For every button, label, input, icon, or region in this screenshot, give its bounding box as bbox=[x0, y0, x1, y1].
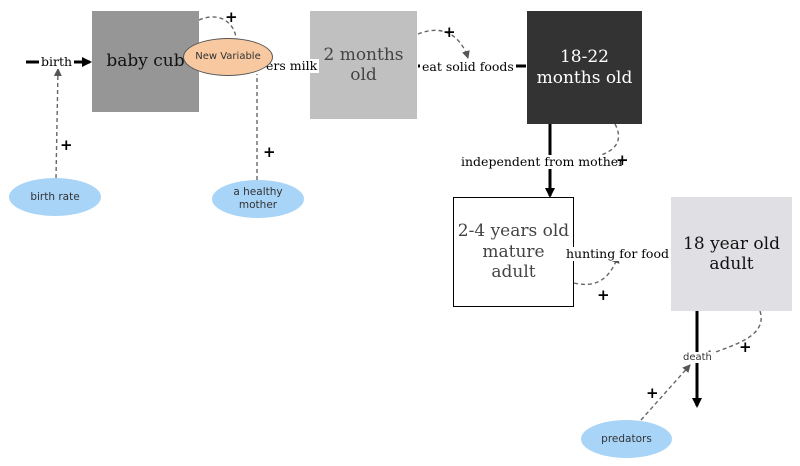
link-two-months-to-solid-foods bbox=[417, 29, 470, 59]
variable-new-variable[interactable]: New Variable bbox=[183, 38, 273, 76]
polarity-two-months-solid-foods: + bbox=[443, 23, 456, 41]
stock-baby-cub-label: baby cub bbox=[106, 51, 185, 72]
polarity-healthy-mother-milk: + bbox=[263, 143, 276, 161]
variable-birth-rate[interactable]: birth rate bbox=[9, 178, 101, 216]
stock-two-months-old[interactable]: 2 months old bbox=[310, 11, 417, 119]
flow-label-death: death bbox=[682, 352, 713, 363]
stock-eighteen-22-months-old-label: 18-22 months old bbox=[536, 47, 633, 88]
variable-predators-label: predators bbox=[601, 432, 652, 445]
link-eighteen-year-to-death bbox=[704, 310, 762, 358]
polarity-two-four-hunting: + bbox=[597, 286, 610, 304]
flow-label-hunting-for-food: hunting for food bbox=[564, 246, 671, 261]
polarity-birth-rate-birth: + bbox=[60, 136, 73, 154]
polarity-eighteen-22-independent: + bbox=[616, 151, 629, 169]
polarity-eighteen-year-death: + bbox=[739, 338, 752, 356]
variable-birth-rate-label: birth rate bbox=[30, 190, 80, 203]
variable-predators[interactable]: predators bbox=[581, 420, 672, 458]
stock-two-four-years-old[interactable]: 2-4 years old mature adult bbox=[453, 197, 574, 307]
stock-two-months-old-label: 2 months old bbox=[323, 44, 404, 85]
variable-new-variable-label: New Variable bbox=[195, 51, 261, 62]
flow-label-drinks-milk: ers milk bbox=[264, 58, 320, 73]
stock-two-four-years-old-label: 2-4 years old mature adult bbox=[457, 221, 570, 283]
link-birth-rate-to-birth bbox=[53, 68, 62, 179]
polarity-predators-death: + bbox=[646, 384, 659, 402]
polarity-baby-cub-milk: + bbox=[225, 8, 238, 26]
stock-baby-cub[interactable]: baby cub bbox=[92, 11, 199, 112]
stock-eighteen-year-old-adult-label: 18 year old adult bbox=[683, 233, 780, 274]
flow-label-birth: birth bbox=[39, 54, 75, 69]
variable-a-healthy-mother-label: a healthy mother bbox=[233, 186, 283, 211]
link-predators-to-death bbox=[640, 364, 691, 421]
flow-label-eat-solid-foods: eat solid foods bbox=[420, 59, 516, 74]
stock-eighteen-year-old-adult[interactable]: 18 year old adult bbox=[671, 197, 792, 311]
flow-label-independent-from-mother: independent from mother bbox=[459, 154, 627, 169]
link-two-four-to-hunting bbox=[573, 255, 620, 286]
stock-eighteen-22-months-old[interactable]: 18-22 months old bbox=[527, 11, 642, 124]
variable-a-healthy-mother[interactable]: a healthy mother bbox=[212, 180, 304, 218]
